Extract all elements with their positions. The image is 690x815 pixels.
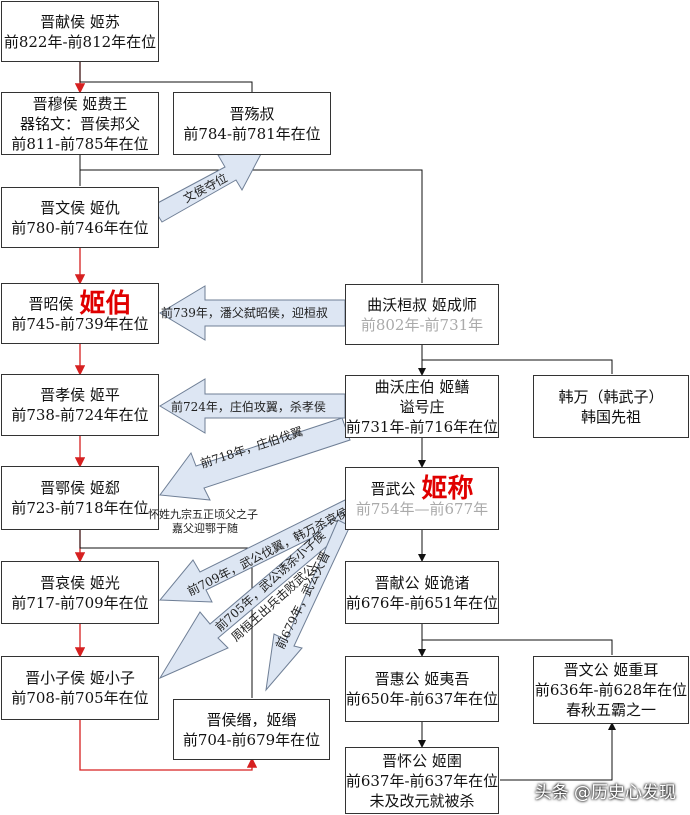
block-arrows [151,151,353,692]
name: 晋献侯 姬苏 [40,12,120,31]
arrow-wenhou-seize [151,151,263,223]
node-jin-xiaohou: 晋孝侯 姬平 前738-前724年在位 [1,374,159,436]
name: 晋穆侯 姬费王 [32,94,128,113]
node-jin-xiaozihou: 晋小子侯 姬小子 前708-前705年在位 [1,656,159,720]
name: 晋武公 [370,479,416,498]
node-jin-shangshu: 晋殇叔 前784-前781年在位 [173,92,331,155]
reign: 前704-前679年在位 [182,730,321,749]
node-jin-xiangong: 晋献公 姬诡诸 前676年-前651年在位 [345,561,499,624]
node-quwo-zhuangbo: 曲沃庄伯 姬鳝 谥号庄 前731年-前716年在位 [345,375,499,438]
label-724: 前724年，庄伯攻翼，杀孝侯 [171,399,326,414]
name: 晋哀侯 姬光 [40,573,120,592]
node-hanwan: 韩万（韩武子） 韩国先祖 [533,375,689,438]
reign: 前780-前746年在位 [11,218,149,237]
arrow-724 [159,378,346,434]
lifespan: 前754年—前677年 [355,499,489,518]
reign: 前811-前785年在位 [11,134,149,153]
highlight-name: 姬称 [421,473,474,504]
ehou-note-2: 嘉父迎鄂于随 [172,522,238,535]
arrow-718 [159,417,351,501]
note: 春秋五霸之一 [565,701,656,719]
reign: 前676年-前651年在位 [345,593,499,612]
reign: 前738-前724年在位 [11,406,149,424]
name: 晋献公 姬诡诸 [374,573,470,592]
node-jin-hou-min: 晋侯缗，姬缗 前704-前679年在位 [173,699,330,760]
name: 晋殇叔 [229,104,275,123]
name: 晋惠公 姬夷吾 [374,670,470,688]
node-jin-ehou: 晋鄂侯 姬郄 前723-前718年在位 [1,466,159,530]
name: 晋昭侯 [28,294,74,313]
reign: 前731年-前716年在位 [345,417,499,436]
reign: 前745-前739年在位 [11,314,149,333]
reign: 前708-前705年在位 [11,689,149,707]
lifespan: 前802年-前731年 [360,315,484,334]
arrow-679 [265,519,351,692]
name: 晋文公 姬重耳 [563,661,659,679]
name: 晋鄂侯 姬郄 [40,479,120,497]
highlight-name: 姬伯 [79,288,132,319]
name: 曲沃庄伯 姬鳝 [374,377,470,396]
watermark: 头条 @历史心发现 [534,783,676,803]
name: 晋怀公 姬圉 [382,751,462,770]
name: 晋文侯 姬仇 [40,198,120,217]
reign: 前784-前781年在位 [183,124,321,143]
ehou-note-1: 怀姓九宗五正顷父之子 [148,508,258,521]
node-jin-huaigong: 晋怀公 姬圉 前637年-前637年在位 未及改元就被杀 [345,747,499,814]
name: 曲沃桓叔 姬成师 [367,295,477,314]
reign: 前637年-前637年在位 [345,771,499,790]
node-jin-huigong: 晋惠公 姬夷吾 前650年-前637年在位 [345,656,499,722]
note: 未及改元就被杀 [369,791,475,810]
name: 韩万（韩武子） [558,387,664,406]
node-jin-wugong: 晋武公 姬称 前754年—前677年 [345,467,499,530]
node-quwo-huanshu: 曲沃桓叔 姬成师 前802年-前731年 [345,284,499,345]
inscription: 器铭文：晋侯邦父 [19,114,140,133]
name: 晋侯缗，姬缗 [206,710,297,729]
label-739: 前739年，潘父弑昭侯，迎桓叔 [161,305,328,320]
reign: 前822年-前812年在位 [3,32,157,51]
reign: 前650年-前637年在位 [345,690,499,708]
name: 晋孝侯 姬平 [40,386,120,404]
node-jin-zhaohou: 晋昭侯 姬伯 前745-前739年在位 [1,283,159,344]
black-lineage-lines [79,62,616,781]
name: 晋小子侯 姬小子 [25,669,135,687]
node-jin-wengong: 晋文公 姬重耳 前636年-前628年在位 春秋五霸之一 [533,656,689,724]
arrow-739 [159,285,346,341]
node-jin-aihou: 晋哀侯 姬光 前717-前709年在位 [1,561,159,624]
posthumous: 谥号庄 [399,397,445,416]
node-jin-xianhou: 晋献侯 姬苏 前822年-前812年在位 [1,1,159,62]
description: 韩国先祖 [580,407,641,426]
node-jin-wenhou: 晋文侯 姬仇 前780-前746年在位 [1,187,159,248]
node-jin-muhou: 晋穆侯 姬费王 器铭文：晋侯邦父 前811-前785年在位 [1,92,159,155]
reign: 前723-前718年在位 [11,499,149,517]
reign: 前717-前709年在位 [11,593,149,612]
reign: 前636年-前628年在位 [534,681,688,699]
